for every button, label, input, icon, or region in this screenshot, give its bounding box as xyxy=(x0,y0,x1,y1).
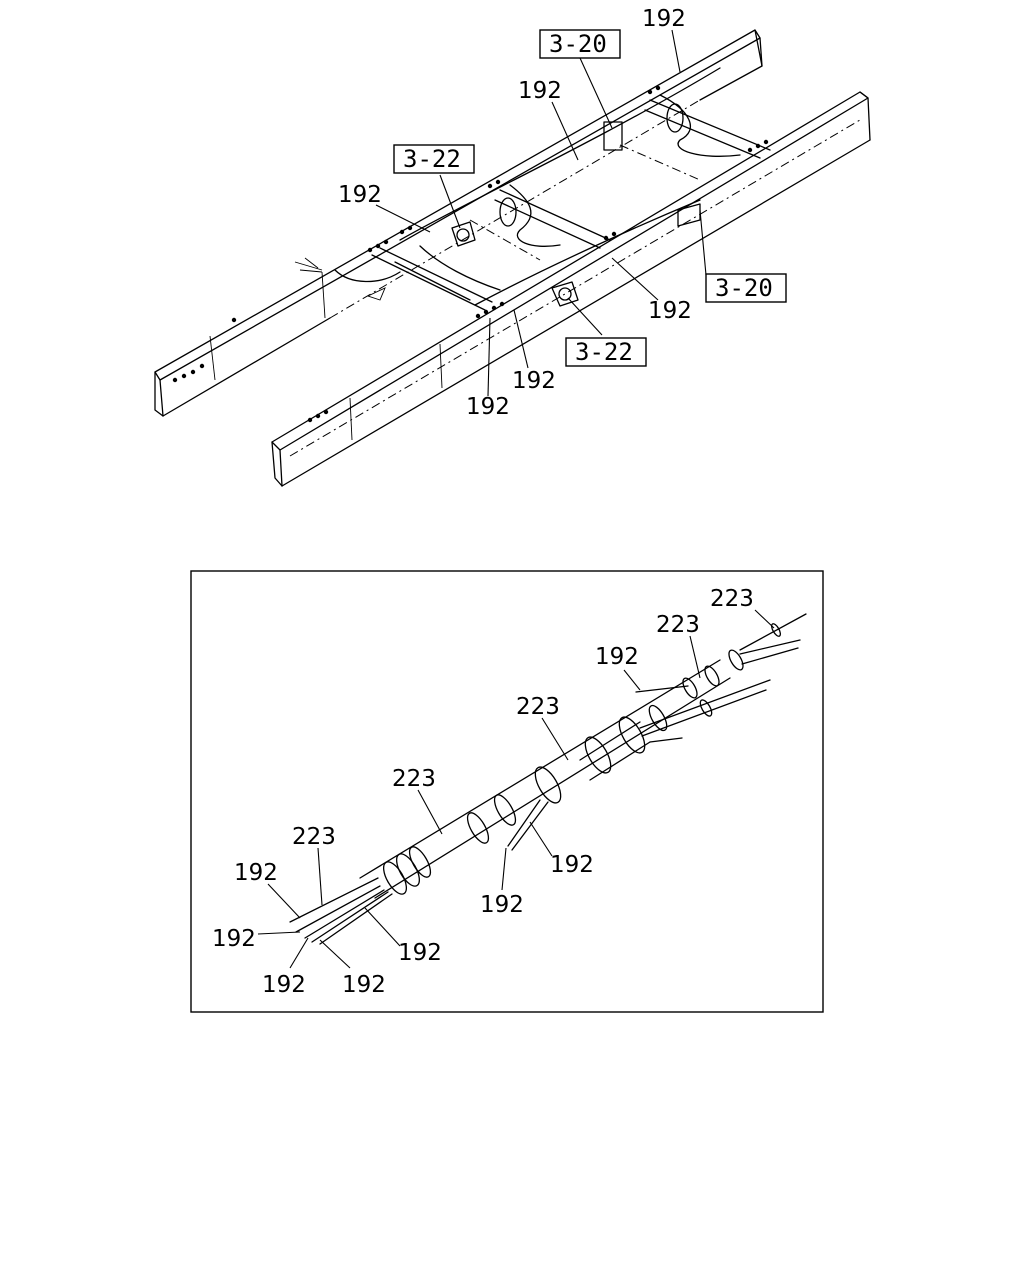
ref-box: 3-22 xyxy=(393,144,475,174)
callout-192: 192 xyxy=(342,972,386,998)
callout-192: 192 xyxy=(550,852,594,878)
ref-box: 3-20 xyxy=(705,273,787,303)
svg-text:3-22: 3-22 xyxy=(575,338,633,366)
middle-crossmember xyxy=(469,184,611,261)
ref-box: 3-20 xyxy=(539,29,621,59)
callout-192: 192 xyxy=(234,860,278,886)
harness-callouts: 223 223 192 223 223 223 192 192 192 192 … xyxy=(212,586,754,998)
bracket-clamps xyxy=(451,121,701,307)
harness-run-left xyxy=(399,67,721,241)
chassis-ref-boxes: 3-20 3-22 3-20 3-22 xyxy=(393,29,787,367)
callout-192: 192 xyxy=(398,940,442,966)
harness-detail-panel: 223 223 192 223 223 223 192 192 192 192 … xyxy=(190,570,824,1013)
front-crossmember xyxy=(619,94,771,181)
svg-text:3-20: 3-20 xyxy=(549,30,607,58)
callout-192: 192 xyxy=(512,368,556,394)
callout-192: 192 xyxy=(338,182,382,208)
chassis-leader-lines xyxy=(375,29,707,397)
callout-223: 223 xyxy=(516,694,560,720)
harness-run-right xyxy=(474,199,701,306)
svg-text:3-20: 3-20 xyxy=(715,274,773,302)
svg-text:3-22: 3-22 xyxy=(403,145,461,173)
harness-branch-wires xyxy=(289,613,807,945)
callout-192: 192 xyxy=(595,644,639,670)
right-side-rail xyxy=(271,91,871,487)
callout-192: 192 xyxy=(480,892,524,918)
chassis-frame xyxy=(154,29,871,487)
callout-192: 192 xyxy=(212,926,256,952)
callout-192: 192 xyxy=(466,394,510,420)
harness-loose-end xyxy=(294,257,323,273)
callout-192: 192 xyxy=(262,972,306,998)
harness-leader-lines xyxy=(257,609,775,969)
detail-frame xyxy=(190,570,824,1013)
chassis-callouts: 192 192 192 192 192 192 xyxy=(338,6,692,420)
ref-box: 3-22 xyxy=(565,337,647,367)
callout-192: 192 xyxy=(648,298,692,324)
callout-223: 223 xyxy=(392,766,436,792)
callout-192: 192 xyxy=(642,6,686,32)
callout-223: 223 xyxy=(656,612,700,638)
main-harness-tube xyxy=(359,623,782,899)
rail-holes xyxy=(172,85,769,423)
callout-223: 223 xyxy=(292,824,336,850)
callout-192: 192 xyxy=(518,78,562,104)
rear-crossmember xyxy=(334,245,501,311)
callout-223: 223 xyxy=(710,586,754,612)
